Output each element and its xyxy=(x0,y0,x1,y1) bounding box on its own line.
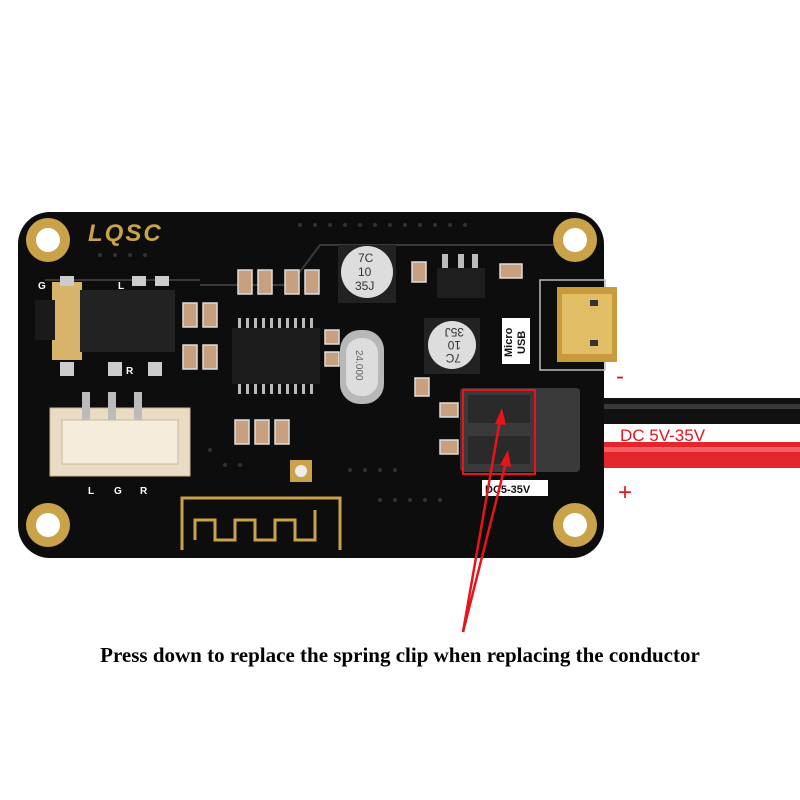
ic-chip xyxy=(232,318,320,394)
audio-output-connector: L G R xyxy=(49,392,191,497)
svg-text:G: G xyxy=(38,281,46,292)
svg-text:L: L xyxy=(118,281,124,292)
svg-text:USB: USB xyxy=(516,331,528,354)
svg-text:L: L xyxy=(88,486,94,497)
svg-text:35J: 35J xyxy=(355,279,374,293)
regulator xyxy=(437,268,485,298)
caption: Press down to replace the spring clip wh… xyxy=(100,643,700,667)
vias xyxy=(98,223,467,502)
svg-text:R: R xyxy=(126,366,134,377)
svg-text:7C: 7C xyxy=(445,351,461,365)
audio-jack: G L R xyxy=(35,276,175,377)
crystal-oscillator: 24.000 xyxy=(340,330,384,404)
svg-text:Micro: Micro xyxy=(503,327,515,357)
plus-label: + xyxy=(618,479,632,506)
svg-text:10: 10 xyxy=(358,265,372,279)
svg-text:10: 10 xyxy=(447,338,461,352)
usb-label-box xyxy=(502,318,530,364)
power-label: DC5-35V xyxy=(485,484,531,496)
svg-text:24.000: 24.000 xyxy=(353,350,364,381)
mounting-holes xyxy=(26,218,597,547)
svg-text:R: R xyxy=(140,486,148,497)
voltage-label: DC 5V-35V xyxy=(620,426,706,445)
minus-label: - xyxy=(616,363,624,390)
brand-logo: LQSC xyxy=(88,220,163,247)
capacitor-bottom: 7C 10 35J xyxy=(424,318,480,374)
spring-clip-highlight xyxy=(462,389,536,475)
pcb-antenna xyxy=(180,460,342,550)
smd-components xyxy=(182,261,523,455)
annotation-arrows xyxy=(461,408,511,633)
micro-usb-port[interactable] xyxy=(539,279,617,371)
capacitor-top: 7C 10 35J xyxy=(338,245,396,303)
svg-text:G: G xyxy=(114,486,122,497)
svg-text:7C: 7C xyxy=(358,251,374,265)
svg-text:35J: 35J xyxy=(445,325,464,339)
spring-terminal-block[interactable] xyxy=(460,388,580,475)
